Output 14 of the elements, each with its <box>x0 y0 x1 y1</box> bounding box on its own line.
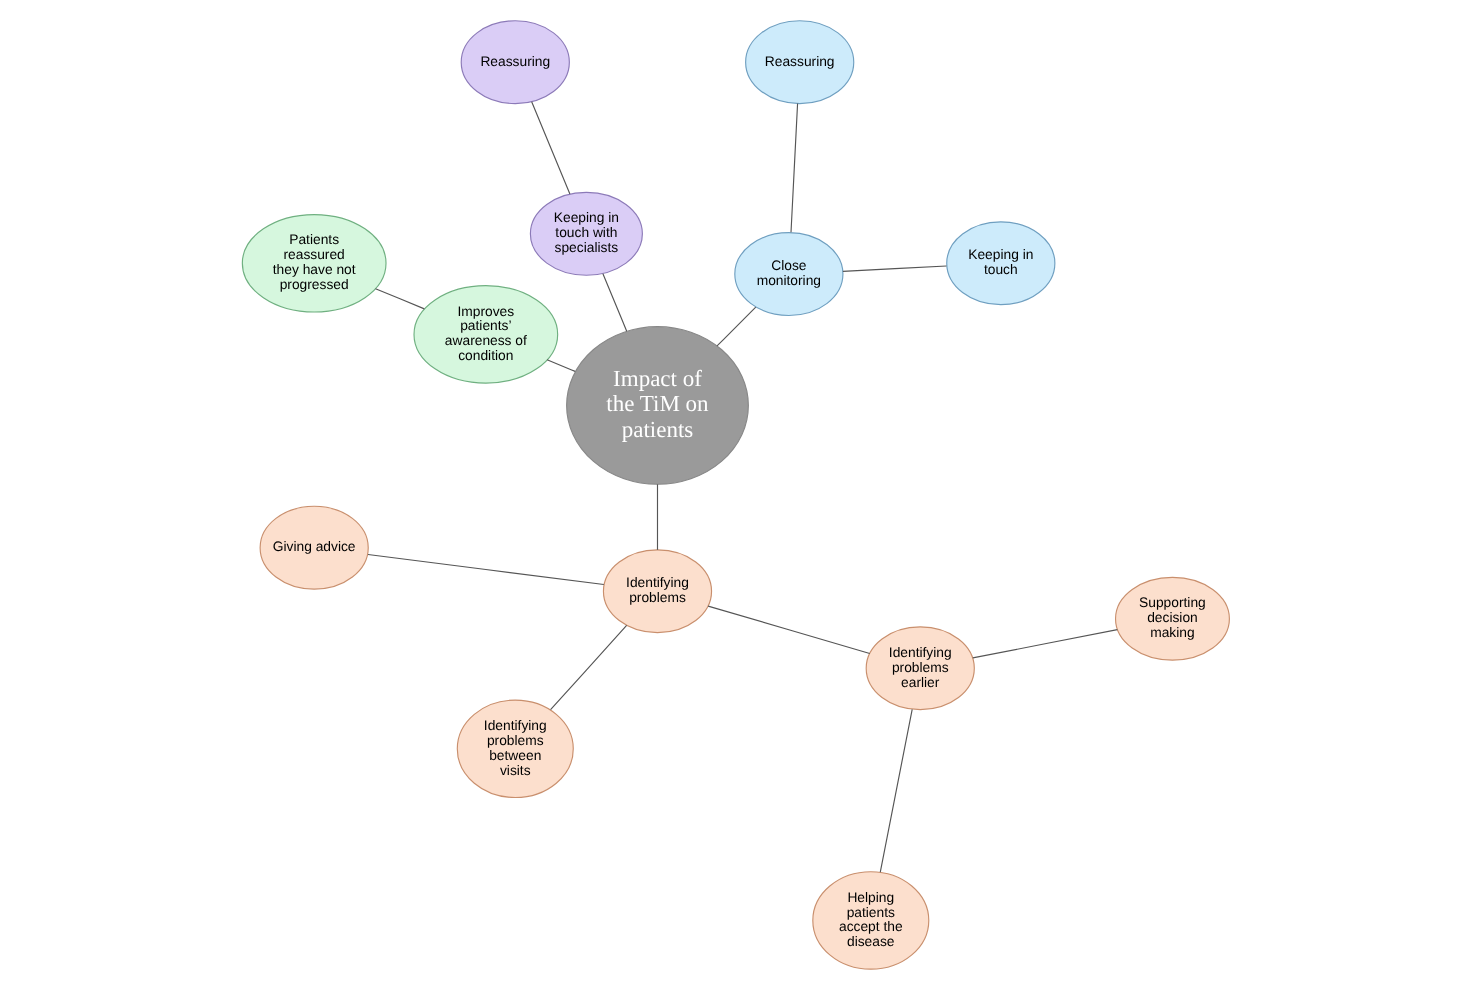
connector <box>374 288 425 310</box>
connector <box>842 265 948 272</box>
connector <box>602 273 628 332</box>
connector <box>790 103 799 233</box>
connector <box>879 708 913 873</box>
connector <box>656 483 659 551</box>
connector <box>546 359 576 372</box>
connector <box>707 605 871 655</box>
connector <box>972 629 1118 659</box>
connector <box>531 101 571 195</box>
connector <box>367 553 605 586</box>
node-ellipse: Impact of the TiM on patients <box>566 326 749 485</box>
connector <box>550 624 628 711</box>
connector <box>716 306 757 347</box>
